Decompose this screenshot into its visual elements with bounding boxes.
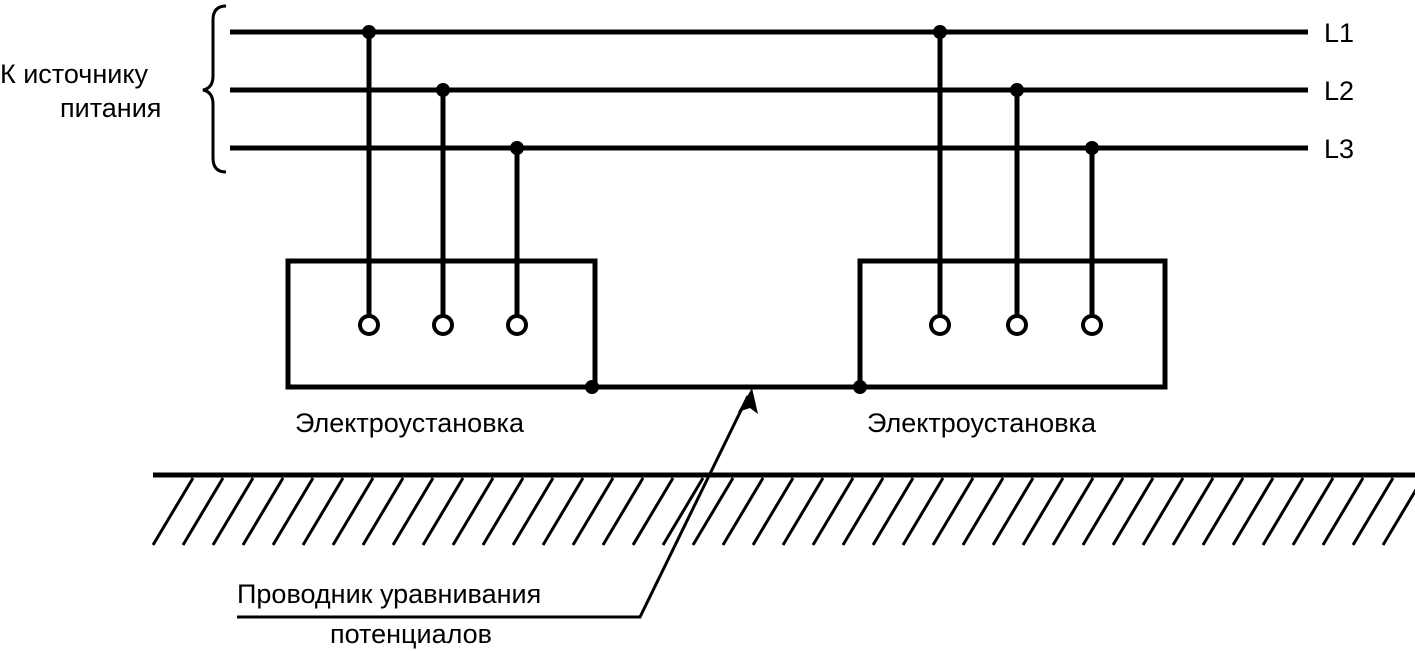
hatch-line	[1321, 477, 1365, 546]
hatch-line	[721, 477, 765, 546]
source-brace	[202, 4, 227, 174]
hatch-line	[961, 477, 1005, 546]
hatch-line	[751, 477, 795, 546]
hatch-line	[661, 477, 705, 546]
hatch-line	[1291, 477, 1335, 546]
source-label-line2: питания	[60, 93, 161, 123]
terminals	[358, 314, 1103, 336]
hatch-line	[1081, 477, 1125, 546]
hatch-line	[1231, 477, 1275, 546]
hatch-line	[1351, 477, 1395, 546]
hatch-line	[811, 477, 855, 546]
hatch-line	[1051, 477, 1095, 546]
installation-box-right	[857, 258, 1168, 390]
hatch-line	[1201, 477, 1245, 546]
source-label-line1: К источнику	[0, 59, 148, 89]
hatch-line	[451, 477, 495, 546]
phase-label-l3: L3	[1324, 134, 1354, 164]
hatch-line	[1021, 477, 1065, 546]
hatch-line	[481, 477, 525, 546]
hatch-line	[691, 477, 735, 546]
hatch-line	[1111, 477, 1155, 546]
hatch-line	[901, 477, 945, 546]
hatch-line	[151, 477, 195, 546]
installation-label-left: Электроустановка	[295, 408, 525, 438]
hatch-line	[361, 477, 405, 546]
hatch-line	[271, 477, 315, 546]
hatch-line	[181, 477, 225, 546]
phase-label-l2: L2	[1324, 76, 1354, 106]
arrow-head	[738, 388, 758, 414]
hatch-line	[511, 477, 555, 546]
hatch-line	[631, 477, 675, 546]
hatch-line	[601, 477, 645, 546]
installation-label-right: Электроустановка	[867, 408, 1097, 438]
hatch-line	[301, 477, 345, 546]
hatch-line	[1171, 477, 1215, 546]
hatch-line	[931, 477, 975, 546]
hatch-line	[871, 477, 915, 546]
hatch-line	[331, 477, 375, 546]
conductor-label-line1: Проводник уравнивания	[237, 579, 541, 609]
hatch-line	[1261, 477, 1305, 546]
hatch-line	[211, 477, 255, 546]
hatch-line	[421, 477, 465, 546]
ground-hatching	[151, 477, 1415, 546]
phase-label-l1: L1	[1324, 18, 1354, 48]
hatch-line	[241, 477, 285, 546]
hatch-line	[781, 477, 825, 546]
hatch-line	[1381, 488, 1415, 546]
hatch-line	[571, 477, 615, 546]
hatch-line	[841, 477, 885, 546]
hatch-line	[541, 477, 585, 546]
hatch-line	[991, 477, 1035, 546]
hatch-line	[391, 477, 435, 546]
leader-line	[237, 395, 750, 619]
hatch-line	[1141, 477, 1185, 546]
junction-dots	[362, 25, 1099, 394]
conductor-label-line2: потенциалов	[330, 619, 492, 649]
